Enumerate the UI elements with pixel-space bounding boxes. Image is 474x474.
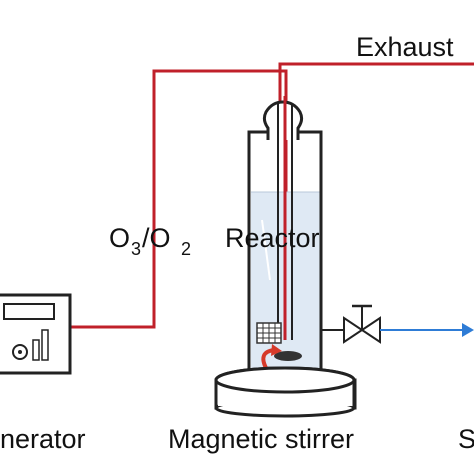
gas-label: O 3 /O 2 xyxy=(109,223,191,259)
exhaust-line xyxy=(278,62,474,128)
gas-diffuser-icon xyxy=(256,322,282,344)
arrow-icon xyxy=(462,323,474,337)
gas-label-o2: /O xyxy=(142,223,171,253)
valve-icon xyxy=(343,304,381,344)
sampling-line xyxy=(321,304,474,344)
stir-bar-icon xyxy=(274,351,302,361)
reactor-vessel xyxy=(247,96,323,374)
reactor-stopper xyxy=(262,100,304,140)
gas-label-o3: O xyxy=(109,223,130,253)
magnetic-stirrer xyxy=(214,366,357,418)
exhaust-label: Exhaust xyxy=(356,32,454,62)
right-cut-label: S xyxy=(458,424,474,454)
gas-label-sub2: 2 xyxy=(181,239,191,259)
generator-label: nerator xyxy=(0,424,86,454)
stirrer-label: Magnetic stirrer xyxy=(168,424,354,454)
reactor-label: Reactor xyxy=(225,223,320,253)
ozone-generator-icon xyxy=(0,293,72,375)
gas-label-sub1: 3 xyxy=(131,239,141,259)
